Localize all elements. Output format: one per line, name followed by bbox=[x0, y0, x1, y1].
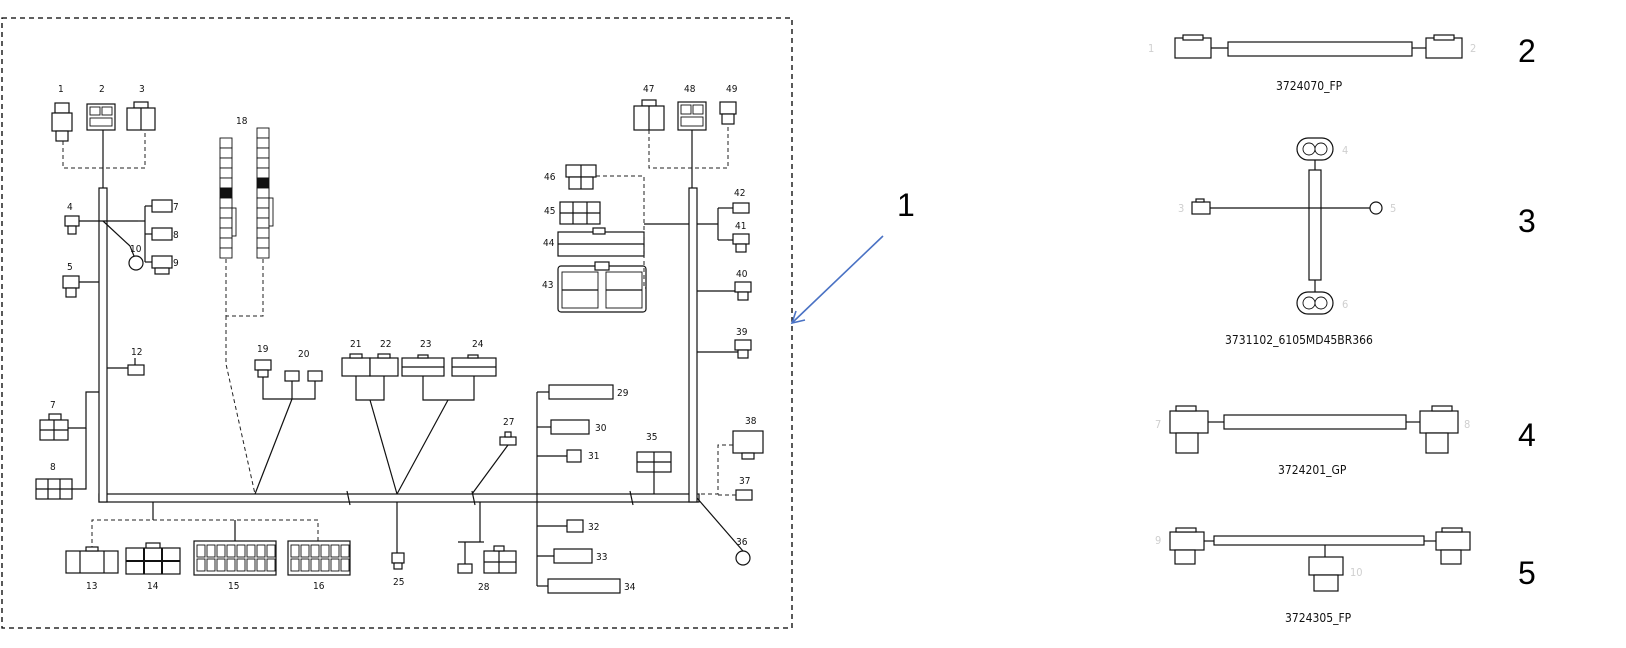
connector-5: 5 bbox=[62, 262, 99, 298]
connector-label: 4 bbox=[67, 202, 73, 213]
connector-group-14-17: 13 14 15 16 bbox=[65, 502, 351, 592]
pin-label: 7 bbox=[1155, 418, 1161, 431]
connector-group-43-46: 46 45 44 43 bbox=[542, 164, 689, 313]
connector-group-27-28: 27 28 bbox=[457, 417, 517, 593]
connector-label: 43 bbox=[542, 280, 553, 291]
connector-group-37-38: 38 37 bbox=[697, 416, 764, 501]
connector-label: 27 bbox=[503, 417, 514, 428]
connector-35: 35 bbox=[636, 432, 672, 494]
connector-label: 16 bbox=[313, 581, 325, 592]
callout-arrow-head bbox=[790, 310, 806, 325]
pin-label: 10 bbox=[1350, 566, 1363, 579]
connector-group-4-12: 4 7 8 9 10 bbox=[64, 199, 179, 275]
connector-25: 25 bbox=[391, 552, 405, 588]
connector-label: 45 bbox=[544, 206, 555, 217]
pin-label: 6 bbox=[1342, 298, 1348, 311]
connector-label: 20 bbox=[298, 349, 310, 360]
connector-label: 5 bbox=[67, 262, 73, 273]
connector-13: 12 bbox=[107, 347, 145, 376]
pin-label: 2 bbox=[1470, 42, 1476, 55]
connector-label: 25 bbox=[393, 577, 404, 588]
connector-label: 8 bbox=[173, 230, 179, 241]
pin-label: 1 bbox=[1148, 42, 1154, 55]
harness-part-2: 1 2 3724070_FP 2 bbox=[1148, 33, 1536, 93]
connector-label: 24 bbox=[472, 339, 484, 350]
connector-label: 36 bbox=[736, 537, 748, 548]
callout-3: 3 bbox=[1518, 203, 1536, 239]
connector-label: 23 bbox=[420, 339, 431, 350]
connector-label: 19 bbox=[257, 344, 269, 355]
connector-label: 15 bbox=[228, 581, 239, 592]
connector-group-19-20: 19 20 bbox=[254, 344, 323, 495]
connector-label: 12 bbox=[131, 347, 142, 358]
main-trunk bbox=[98, 187, 700, 506]
connector-group-21-24: 21 22 23 24 bbox=[341, 339, 497, 553]
pin-label: 9 bbox=[1155, 534, 1161, 547]
connector-label: 40 bbox=[736, 269, 748, 280]
connector-label: 32 bbox=[588, 522, 599, 533]
connector-7: 7 bbox=[39, 391, 99, 441]
connector-label: 18 bbox=[236, 116, 248, 127]
connector-group-top-left: 1 2 3 bbox=[51, 84, 156, 188]
connector-label: 21 bbox=[350, 339, 361, 350]
connector-label: 34 bbox=[624, 582, 636, 593]
callout-4: 4 bbox=[1518, 417, 1536, 453]
connector-label: 14 bbox=[147, 581, 159, 592]
connector-label: 39 bbox=[736, 327, 748, 338]
part-number-2: 3724070_FP bbox=[1276, 79, 1343, 93]
connector-label: 1 bbox=[58, 84, 64, 95]
connector-label: 31 bbox=[588, 451, 599, 462]
connector-label: 38 bbox=[745, 416, 757, 427]
connector-label: 41 bbox=[735, 221, 746, 232]
connector-label: 46 bbox=[544, 172, 556, 183]
connector-label: 2 bbox=[99, 84, 105, 95]
connector-label: 35 bbox=[646, 432, 657, 443]
pin-label: 4 bbox=[1342, 144, 1348, 157]
connector-label: 44 bbox=[543, 238, 555, 249]
connector-label: 49 bbox=[726, 84, 738, 95]
connector-label: 22 bbox=[380, 339, 391, 350]
part-number-4: 3724201_GP bbox=[1278, 463, 1347, 477]
connector-36: 36 bbox=[696, 497, 751, 566]
callout-1: 1 bbox=[897, 187, 915, 223]
main-harness-frame bbox=[1, 17, 793, 629]
connector-label: 13 bbox=[86, 581, 97, 592]
connector-label: 7 bbox=[50, 400, 56, 411]
connector-8: 8 bbox=[35, 428, 87, 500]
harness-part-5: 9 10 3724305_FP 5 bbox=[1155, 527, 1536, 625]
part-number-3: 3731102_6105MD45BR366 bbox=[1225, 333, 1373, 347]
connector-label: 33 bbox=[596, 552, 607, 563]
callout-2: 2 bbox=[1518, 33, 1536, 69]
part-number-5: 3724305_FP bbox=[1285, 611, 1352, 625]
connector-label: 29 bbox=[617, 388, 629, 399]
pin-label: 3 bbox=[1178, 202, 1184, 215]
connector-label: 48 bbox=[684, 84, 696, 95]
harness-part-4: 7 8 3724201_GP 4 bbox=[1155, 405, 1536, 477]
connector-label: 7 bbox=[173, 202, 179, 213]
callout-arrow bbox=[792, 235, 884, 323]
connector-label: 8 bbox=[50, 462, 56, 473]
connector-label: 3 bbox=[139, 84, 145, 95]
connector-label: 10 bbox=[130, 244, 142, 255]
connector-label: 9 bbox=[173, 258, 179, 269]
connector-label: 37 bbox=[739, 476, 750, 487]
pin-label: 5 bbox=[1390, 202, 1396, 215]
connector-label: 28 bbox=[478, 582, 490, 593]
connector-group-39-42: 39 40 42 41 bbox=[697, 188, 752, 359]
connector-label: 42 bbox=[734, 188, 745, 199]
harness-part-3: 4 6 3 5 3731102_6105MD45BR366 3 bbox=[1178, 137, 1536, 347]
pin-label: 8 bbox=[1464, 418, 1470, 431]
connector-18: 18 bbox=[219, 116, 274, 495]
connector-group-29-34: 29 30 31 32 33 34 bbox=[536, 384, 636, 594]
connector-group-top-right: 47 48 49 bbox=[633, 84, 738, 188]
connector-label: 47 bbox=[643, 84, 654, 95]
connector-label: 30 bbox=[595, 423, 607, 434]
callout-5: 5 bbox=[1518, 555, 1536, 591]
